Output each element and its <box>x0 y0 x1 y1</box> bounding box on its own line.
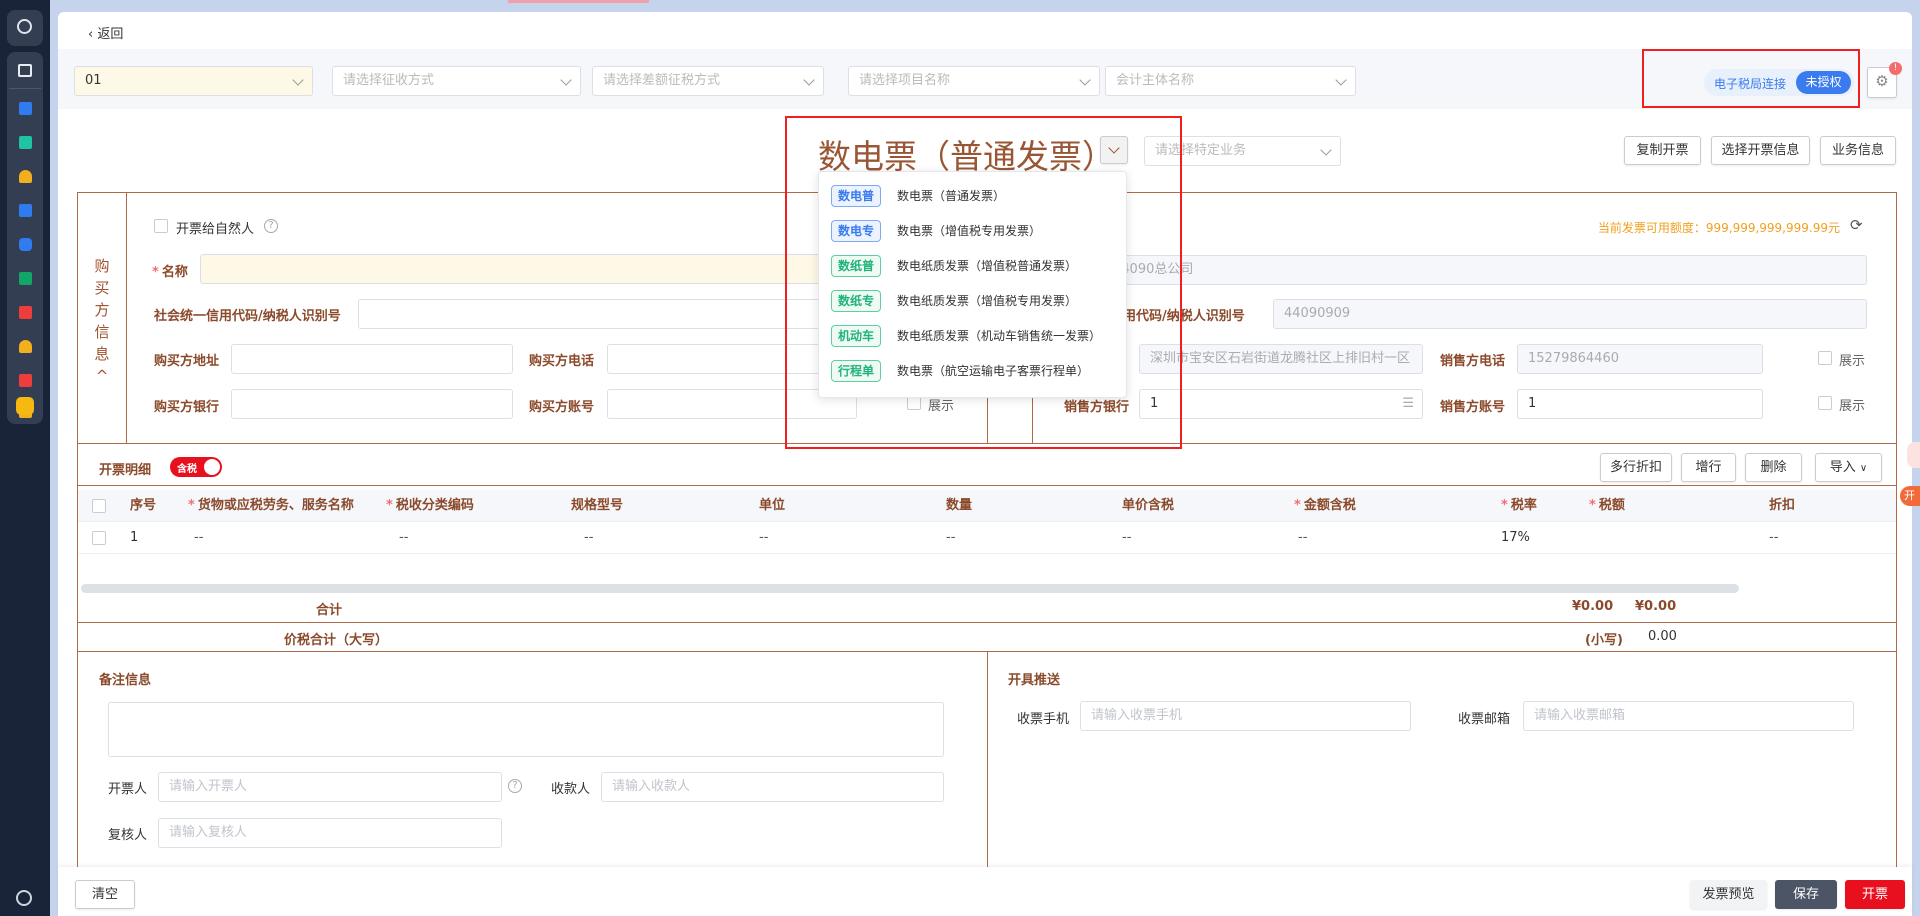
receiver-email-input[interactable]: 请输入收票邮箱 <box>1523 701 1854 731</box>
seller-name-input: 44090总公司 <box>1102 255 1867 285</box>
drawer-input[interactable]: 请输入开票人 <box>158 772 502 802</box>
buyer-account-input[interactable] <box>607 389 857 419</box>
help-icon[interactable]: ? <box>508 779 522 793</box>
footer-bar <box>58 867 1912 916</box>
menu-item-digital-general[interactable]: 数电普数电票（普通发票） <box>831 185 1005 209</box>
invoice-type-dropdown-button[interactable] <box>1100 136 1128 164</box>
menu-item-paper-general[interactable]: 数纸普数电纸质发票（增值税普通发票） <box>831 255 1077 279</box>
sidebar-menu <box>7 52 43 424</box>
basket-icon[interactable] <box>19 238 32 251</box>
chevron-down-icon <box>803 74 815 86</box>
document-green-icon[interactable] <box>19 272 32 285</box>
back-link[interactable]: ‹ 返回 <box>88 27 124 42</box>
unauthorized-badge: 未授权 <box>1796 71 1851 94</box>
issue-invoice-button[interactable]: 开票 <box>1845 880 1905 909</box>
remarks-textarea[interactable] <box>108 702 944 757</box>
buyer-phone-input[interactable] <box>607 344 857 374</box>
chevron-left-icon: ‹ <box>88 27 98 42</box>
floating-assistant-icon[interactable] <box>1907 442 1920 468</box>
available-quota: 当前发票可用额度：999,999,999,999.99元 <box>1597 221 1840 235</box>
invoice-code-select[interactable]: 01 <box>74 66 313 96</box>
seller-phone-input: 15279864460 <box>1517 344 1763 374</box>
buyer-bank-input[interactable] <box>231 389 513 419</box>
buyer-section-label: 购买方信息 ^ <box>94 257 110 385</box>
delete-row-button[interactable]: 删除 <box>1745 453 1802 482</box>
document-red-icon[interactable] <box>19 306 32 319</box>
chevron-down-icon <box>560 74 572 86</box>
seller-address-input: 深圳市宝安区石岩街道龙腾社区上排旧村一区 <box>1139 344 1423 374</box>
tax-inclusive-toggle[interactable]: 含税 <box>170 457 222 477</box>
seller-taxid-input: 44090909 <box>1273 299 1867 329</box>
notification-badge: ! <box>1889 62 1902 75</box>
special-business-select[interactable]: 请选择特定业务 <box>1144 136 1341 166</box>
chevron-down-icon <box>1079 74 1091 86</box>
tax-bureau-connection[interactable]: 电子税局连接 未授权 <box>1704 69 1854 96</box>
folder-red-icon[interactable] <box>19 374 32 387</box>
clear-button[interactable]: 清空 <box>75 880 135 909</box>
search-icon <box>17 19 32 34</box>
multi-row-discount-button[interactable]: 多行折扣 <box>1600 453 1672 482</box>
natural-person-checkbox[interactable] <box>154 219 168 233</box>
folder-star-icon[interactable] <box>18 64 32 77</box>
payee-input[interactable]: 请输入收款人 <box>601 772 944 802</box>
seller-account-input[interactable]: 1 <box>1517 389 1763 419</box>
top-tab-indicator <box>508 0 649 3</box>
total-tax: ¥0.00 <box>1635 599 1677 614</box>
highlight-box <box>1642 49 1860 108</box>
business-info-button[interactable]: 业务信息 <box>1820 136 1896 165</box>
invoice-type-title: 数电票（普通发票） <box>818 137 1115 176</box>
reviewer-input[interactable]: 请输入复核人 <box>158 818 502 848</box>
clipboard-icon[interactable] <box>19 102 32 115</box>
seller-phone-show-checkbox[interactable] <box>1818 351 1832 365</box>
preview-button[interactable]: 发票预览 <box>1690 880 1767 909</box>
list-icon: ☰ <box>1402 396 1414 411</box>
receiver-phone-input[interactable]: 请输入收票手机 <box>1080 701 1411 731</box>
invoice-type-menu: 数电普数电票（普通发票） 数电专数电票（增值税专用发票） 数纸普数电纸质发票（增… <box>818 171 1127 398</box>
import-button[interactable]: 导入 ∨ <box>1815 453 1882 482</box>
row-checkbox[interactable] <box>92 531 106 545</box>
floating-issue-button[interactable]: 开 <box>1900 486 1920 506</box>
collapse-icon[interactable]: ^ <box>95 367 109 385</box>
table-row[interactable]: 1 -- -- -- -- -- -- -- 17% -- <box>78 522 1896 554</box>
select-invoice-info-button[interactable]: 选择开票信息 <box>1711 136 1810 165</box>
chevron-down-icon <box>1335 74 1347 86</box>
details-title: 开票明细 <box>99 463 152 478</box>
settings-icon[interactable] <box>16 890 32 906</box>
differential-tax-select[interactable]: 请选择差额征税方式 <box>592 66 824 96</box>
sidebar <box>0 0 50 916</box>
help-icon[interactable]: ? <box>264 219 278 233</box>
contact-card-icon[interactable] <box>19 204 32 217</box>
chevron-down-icon: ∨ <box>1859 463 1868 474</box>
refresh-icon[interactable]: ⟳ <box>1850 216 1863 234</box>
seller-account-show-checkbox[interactable] <box>1818 396 1832 410</box>
menu-item-digital-special[interactable]: 数电专数电票（增值税专用发票） <box>831 220 1041 244</box>
search-button[interactable] <box>7 10 43 46</box>
gear-icon: ⚙ <box>1875 72 1889 90</box>
chevron-down-icon <box>1320 144 1332 156</box>
copy-invoice-button[interactable]: 复制开票 <box>1624 136 1701 165</box>
seller-bank-input[interactable]: 1☰ <box>1139 389 1423 419</box>
table-header: 序号 *货物或应税劳务、服务名称 *税收分类编码 规格型号 单位 数量 单价含税… <box>78 490 1896 522</box>
project-name-select[interactable]: 请选择项目名称 <box>848 66 1100 96</box>
add-row-button[interactable]: 增行 <box>1681 453 1736 482</box>
home-icon[interactable] <box>16 397 34 415</box>
menu-item-motor-vehicle[interactable]: 机动车数电纸质发票（机动车销售统一发票） <box>831 325 1101 349</box>
user-icon[interactable] <box>19 170 32 183</box>
box-icon[interactable] <box>19 136 32 149</box>
user-group-icon[interactable] <box>19 340 32 353</box>
grand-total-value: 0.00 <box>1648 629 1677 644</box>
chevron-down-icon <box>292 74 304 86</box>
highlight-box <box>785 116 1182 449</box>
save-button[interactable]: 保存 <box>1775 880 1837 909</box>
buyer-address-input[interactable] <box>231 344 513 374</box>
horizontal-scrollbar[interactable] <box>81 584 1739 593</box>
total-amount: ¥0.00 <box>1572 599 1614 614</box>
accounting-entity-select[interactable]: 会计主体名称 <box>1105 66 1356 96</box>
collection-method-select[interactable]: 请选择征收方式 <box>332 66 581 96</box>
select-all-checkbox[interactable] <box>92 499 106 513</box>
menu-item-paper-special[interactable]: 数纸专数电纸质发票（增值税专用发票） <box>831 290 1077 314</box>
menu-item-itinerary[interactable]: 行程单数电票（航空运输电子客票行程单） <box>831 360 1089 384</box>
